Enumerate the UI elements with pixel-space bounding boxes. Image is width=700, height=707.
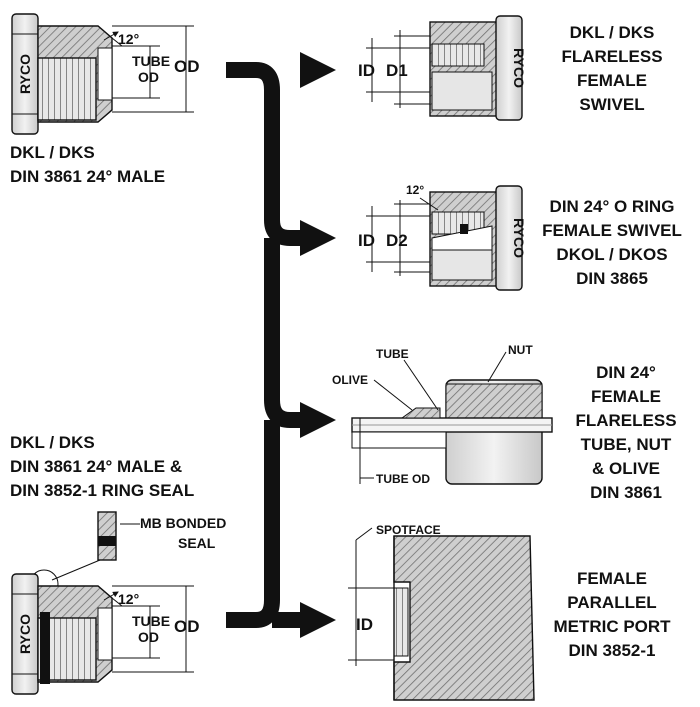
caption-left-top-line2: DIN 3861 24° MALE xyxy=(10,167,165,186)
od-label-left-bottom: OD xyxy=(174,617,200,636)
caption-right-3-line4: TUBE, NUT xyxy=(581,435,672,454)
od-label-left-top: OD xyxy=(174,57,200,76)
oring-swivel-drawing: RYCO xyxy=(429,185,527,291)
caption-left-bottom: DKL / DKS DIN 3861 24° MALE & DIN 3852-1… xyxy=(10,433,194,500)
caption-right-2: DIN 24° O RING FEMALE SWIVEL DKOL / DKOS… xyxy=(542,197,682,288)
metric-port-drawing xyxy=(393,535,535,701)
arrow-to-port xyxy=(300,602,336,638)
caption-right-1-line3: FEMALE xyxy=(577,71,647,90)
caption-right-4-line1: FEMALE xyxy=(577,569,647,588)
caption-right-2-line2: FEMALE SWIVEL xyxy=(542,221,682,240)
angle-label-left-top: 12° xyxy=(118,31,139,47)
tube-od-label-right-3: TUBE OD xyxy=(376,472,430,486)
male-fitting-top-dimensions: 12° TUBE OD OD xyxy=(103,25,200,113)
seal-label-2: SEAL xyxy=(178,535,216,551)
caption-right-4-line3: METRIC PORT xyxy=(553,617,671,636)
brand-label-right-1: RYCO xyxy=(511,48,527,88)
arrow-to-swivel xyxy=(300,52,336,88)
caption-right-4-line4: DIN 3852-1 xyxy=(569,641,656,660)
caption-right-1-line4: SWIVEL xyxy=(579,95,644,114)
male-fitting-bottom: RYCO xyxy=(11,573,113,695)
tube-label: TUBE xyxy=(376,347,409,361)
arrow-to-tube-nut xyxy=(300,402,336,438)
female-swivel-drawing: RYCO xyxy=(429,15,527,121)
brand-label-right-2: RYCO xyxy=(511,218,527,258)
brand-label-left-bottom: RYCO xyxy=(17,614,33,654)
arrow-to-oring xyxy=(300,220,336,256)
tube-nut-olive-labels: TUBE NUT OLIVE TUBE OD xyxy=(332,343,533,486)
olive-label: OLIVE xyxy=(332,373,368,387)
tube-od-label-left-top-2: OD xyxy=(138,69,159,85)
caption-right-3-line3: FLARELESS xyxy=(575,411,676,430)
caption-right-1-line1: DKL / DKS xyxy=(570,23,655,42)
tube-od-label-left-bottom-2: OD xyxy=(138,629,159,645)
bonded-seal-detail: MB BONDED SEAL xyxy=(29,511,226,599)
male-fitting-bottom-dimensions: 12° TUBE OD OD xyxy=(103,585,200,673)
nut-label: NUT xyxy=(508,343,533,357)
d1-label: D1 xyxy=(386,61,408,80)
caption-left-top-line1: DKL / DKS xyxy=(10,143,95,162)
caption-right-4-line2: PARALLEL xyxy=(567,593,656,612)
caption-right-1-line2: FLARELESS xyxy=(561,47,662,66)
metric-port-labels: SPOTFACE ID xyxy=(348,523,441,666)
caption-right-4: FEMALE PARALLEL METRIC PORT DIN 3852-1 xyxy=(553,569,671,660)
caption-right-3: DIN 24° FEMALE FLARELESS TUBE, NUT & OLI… xyxy=(575,363,676,502)
angle-label-right-2: 12° xyxy=(406,183,424,197)
tube-od-label-left-top-1: TUBE xyxy=(132,53,170,69)
id-label-right-2: ID xyxy=(358,231,375,250)
angle-label-left-bottom: 12° xyxy=(118,591,139,607)
caption-right-3-line6: DIN 3861 xyxy=(590,483,662,502)
male-fitting-top: RYCO xyxy=(11,13,113,135)
caption-right-3-line5: & OLIVE xyxy=(592,459,660,478)
caption-right-2-line1: DIN 24° O RING xyxy=(550,197,675,216)
tube-nut-olive-drawing xyxy=(351,379,553,485)
caption-left-bottom-line3: DIN 3852-1 RING SEAL xyxy=(10,481,194,500)
caption-right-2-line4: DIN 3865 xyxy=(576,269,648,288)
caption-right-3-line2: FEMALE xyxy=(591,387,661,406)
d2-label: D2 xyxy=(386,231,408,250)
caption-left-top: DKL / DKS DIN 3861 24° MALE xyxy=(10,143,165,186)
arrows xyxy=(300,52,336,638)
caption-left-bottom-line2: DIN 3861 24° MALE & xyxy=(10,457,182,476)
seal-label-1: MB BONDED xyxy=(140,515,226,531)
spotface-label: SPOTFACE xyxy=(376,523,441,537)
connection-brace xyxy=(226,62,300,628)
id-label-right-4: ID xyxy=(356,615,373,634)
caption-left-bottom-line1: DKL / DKS xyxy=(10,433,95,452)
female-swivel-dimensions: ID D1 xyxy=(358,30,430,108)
caption-right-3-line1: DIN 24° xyxy=(596,363,656,382)
oring-swivel-dimensions: 12° ID D2 xyxy=(358,183,439,276)
caption-right-1: DKL / DKS FLARELESS FEMALE SWIVEL xyxy=(561,23,662,114)
brand-label-left-top: RYCO xyxy=(17,54,33,94)
id-label-right-1: ID xyxy=(358,61,375,80)
tube-od-label-left-bottom-1: TUBE xyxy=(132,613,170,629)
caption-right-2-line3: DKOL / DKOS xyxy=(556,245,667,264)
